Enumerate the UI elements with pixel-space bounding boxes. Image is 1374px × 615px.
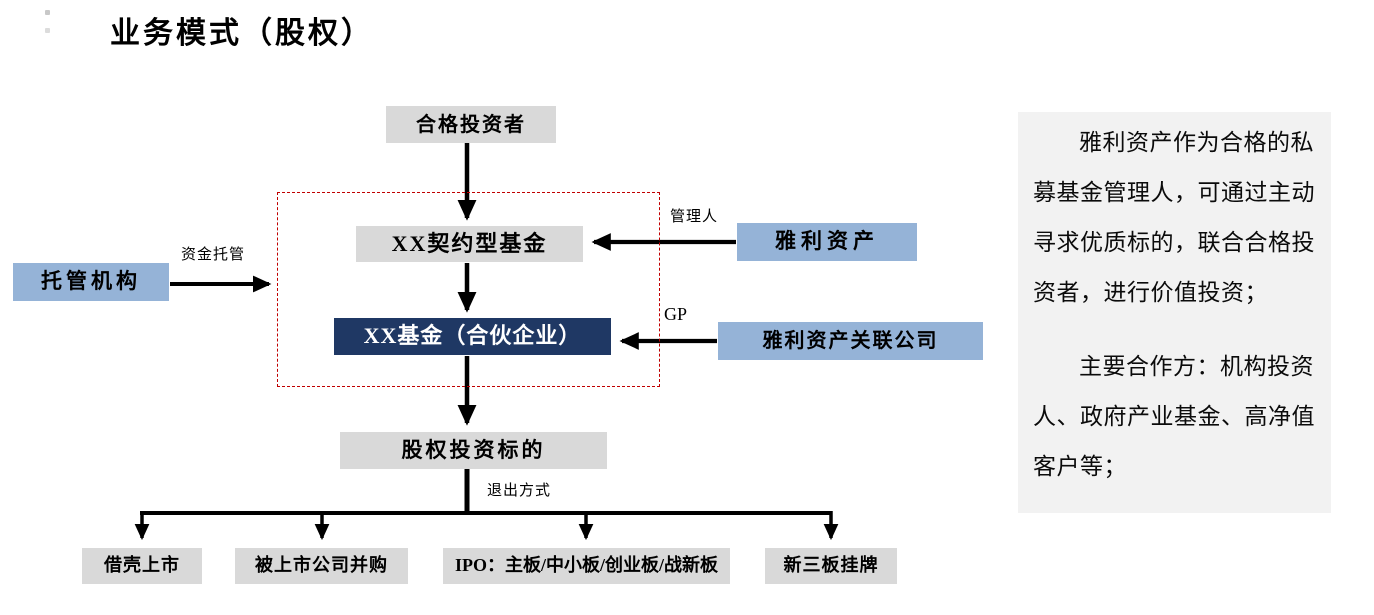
edge-label-exit-method: 退出方式 (487, 483, 552, 499)
note-panel: 雅利资产作为合格的私募基金管理人，可通过主动寻求优质标的，联合合格投资者，进行价… (1018, 112, 1331, 513)
node-partnership-fund: XX基金（合伙企业） (334, 318, 611, 355)
node-manager-company: 雅利资产 (737, 223, 917, 261)
page-title: 业务模式（股权） (110, 17, 374, 50)
node-exit-backdoor-listing: 借壳上市 (82, 548, 202, 584)
note-paragraph-1: 雅利资产作为合格的私募基金管理人，可通过主动寻求优质标的，联合合格投资者，进行价… (1033, 130, 1315, 305)
artifact-dot (45, 10, 50, 15)
node-exit-ipo-boards: IPO：主板/中小板/创业板/战新板 (443, 548, 730, 584)
fund-group-dashed-frame (277, 192, 660, 387)
node-custodian: 托管机构 (13, 263, 169, 301)
node-exit-ma-by-listed-company: 被上市公司并购 (235, 548, 408, 584)
artifact-dot (45, 28, 50, 33)
edge-label-fund-custody: 资金托管 (181, 247, 246, 263)
node-qualified-investors: 合格投资者 (386, 106, 556, 143)
note-paragraph-2: 主要合作方：机构投资人、政府产业基金、高净值客户等； (1033, 354, 1315, 479)
node-exit-neeq-listing: 新三板挂牌 (765, 548, 897, 584)
node-gp-company: 雅利资产关联公司 (718, 322, 983, 360)
node-investment-target: 股权投资标的 (340, 432, 607, 469)
node-contractual-fund: XX契约型基金 (356, 226, 583, 262)
edge-label-gp: GP (664, 304, 688, 324)
edge-label-manager: 管理人 (670, 209, 719, 225)
